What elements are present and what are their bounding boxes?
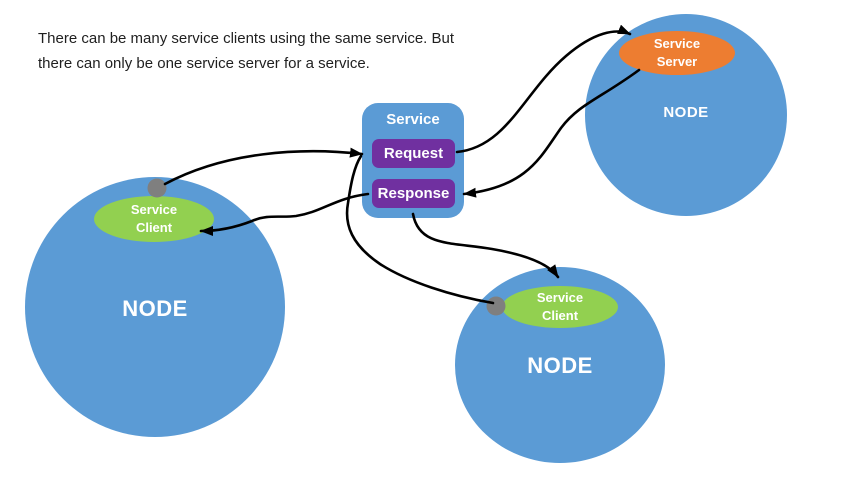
request-pill: Request — [372, 139, 455, 168]
service-client-left-line-2: Client — [135, 220, 173, 235]
service-server-ellipse: Service Server — [619, 31, 735, 75]
service-client-left-line-1: Service — [130, 202, 178, 217]
service-server-line-2: Server — [656, 54, 698, 69]
caption-line-2: there can only be one service server for… — [38, 55, 370, 72]
node-label-left: NODE — [122, 296, 188, 321]
caption: There can be many service clients using … — [38, 26, 498, 76]
service-client-bottom-line-2: Client — [541, 308, 579, 323]
arrow-left-client-to-request — [163, 147, 364, 186]
service-client-ellipse-bottom: Service Client — [502, 286, 618, 328]
service-server-line-1: Service — [653, 36, 701, 51]
service-box-title: Service — [386, 111, 440, 128]
node-label-bottom: NODE — [527, 353, 593, 378]
node-label-top-right: NODE — [663, 104, 709, 121]
caption-line-1: There can be many service clients using … — [38, 30, 455, 47]
response-pill: Response — [372, 179, 455, 208]
service-client-bottom-line-1: Service — [536, 290, 584, 305]
service-client-ellipse-left: Service Client — [94, 196, 214, 242]
arrow-response-to-bottom-client — [411, 212, 560, 279]
